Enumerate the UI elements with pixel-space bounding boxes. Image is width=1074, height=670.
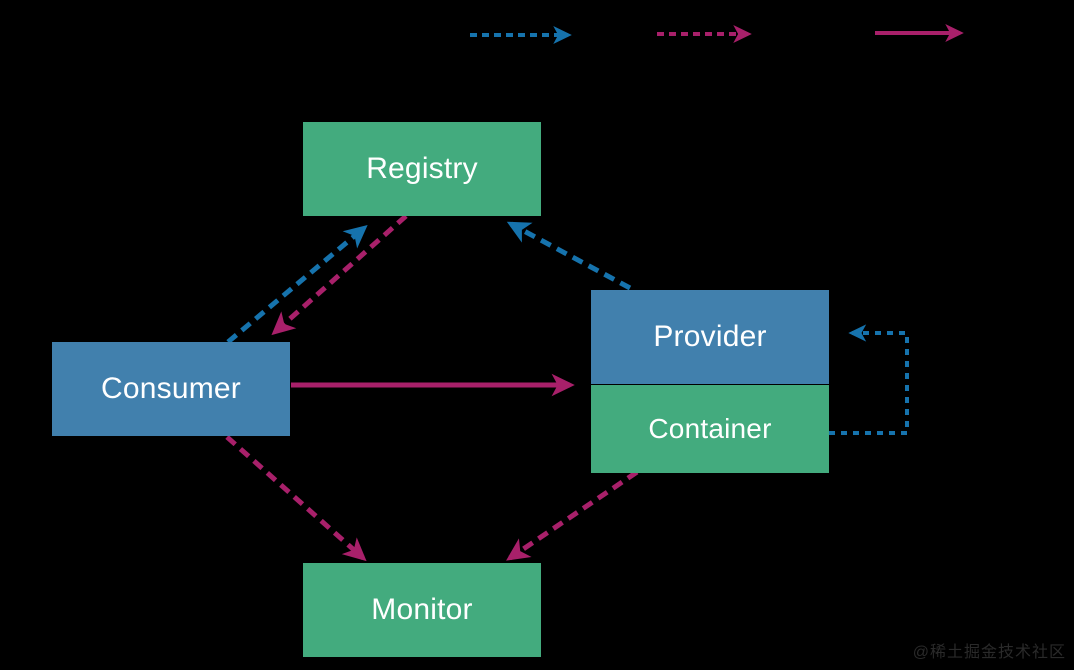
node-container[interactable]: Container — [591, 385, 829, 473]
node-provider-label: Provider — [653, 320, 767, 353]
watermark: @稀土掘金技术社区 — [912, 644, 1066, 661]
edge-provider-to-registry — [506, 221, 632, 291]
node-provider[interactable]: Provider — [591, 290, 829, 384]
edge-container-to-monitor — [506, 469, 639, 561]
edge-registry-to-consumer — [271, 214, 408, 336]
legend — [470, 23, 964, 45]
node-registry-label: Registry — [366, 152, 478, 185]
node-consumer-label: Consumer — [101, 372, 241, 405]
edge-container-to-provider-loop — [829, 324, 909, 435]
edge-consumer-to-registry — [226, 224, 368, 344]
edge-consumer-to-monitor — [225, 435, 367, 562]
node-registry[interactable]: Registry — [303, 122, 541, 216]
node-consumer[interactable]: Consumer — [52, 342, 290, 436]
node-container-label: Container — [648, 413, 772, 444]
node-monitor-label: Monitor — [371, 593, 473, 626]
node-monitor[interactable]: Monitor — [303, 563, 541, 657]
